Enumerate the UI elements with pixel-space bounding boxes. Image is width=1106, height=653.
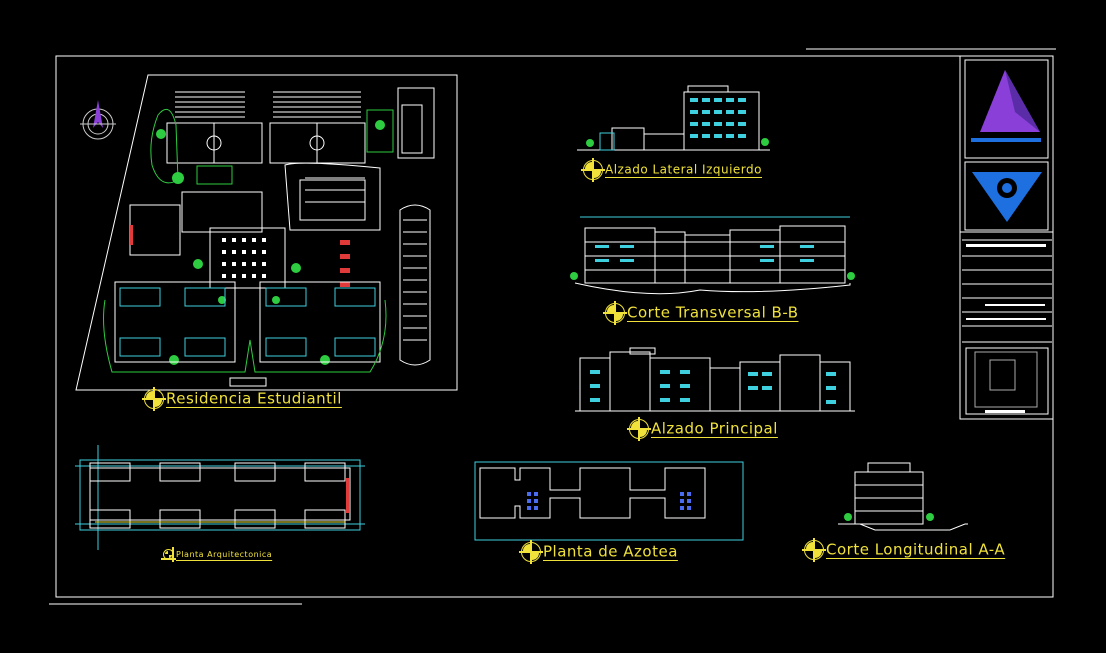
- left-elevation: [577, 85, 770, 151]
- section-marker-icon: [142, 387, 166, 411]
- section-marker-icon: [603, 301, 627, 325]
- title-corte-transversal: Corte Transversal B-B: [603, 301, 799, 325]
- section-marker-icon: [581, 158, 605, 182]
- north-arrow-icon: [80, 100, 116, 140]
- institution-logo-icon: [971, 70, 1041, 142]
- university-emblem-icon: [972, 172, 1042, 222]
- cross-section: [570, 216, 855, 295]
- title-alzado-lateral: Alzado Lateral Izquierdo: [581, 158, 762, 182]
- floor-plan: [75, 445, 365, 550]
- section-marker-icon: [627, 417, 651, 441]
- section-marker-icon: [161, 547, 176, 562]
- title-residencia-estudiantil: Residencia Estudiantil: [142, 387, 342, 411]
- title-block: [959, 55, 1054, 420]
- section-marker-icon: [802, 538, 826, 562]
- site-plan: [75, 74, 458, 391]
- roof-plan: [474, 461, 744, 541]
- main-elevation: [575, 347, 855, 412]
- title-planta-azotea: Planta de Azotea: [519, 540, 678, 564]
- title-planta-arquitectonica: Planta Arquitectonica: [161, 547, 272, 562]
- title-alzado-principal: Alzado Principal: [627, 417, 778, 441]
- title-corte-longitudinal: Corte Longitudinal A-A: [802, 538, 1005, 562]
- longitudinal-section: [838, 462, 968, 531]
- section-marker-icon: [519, 540, 543, 564]
